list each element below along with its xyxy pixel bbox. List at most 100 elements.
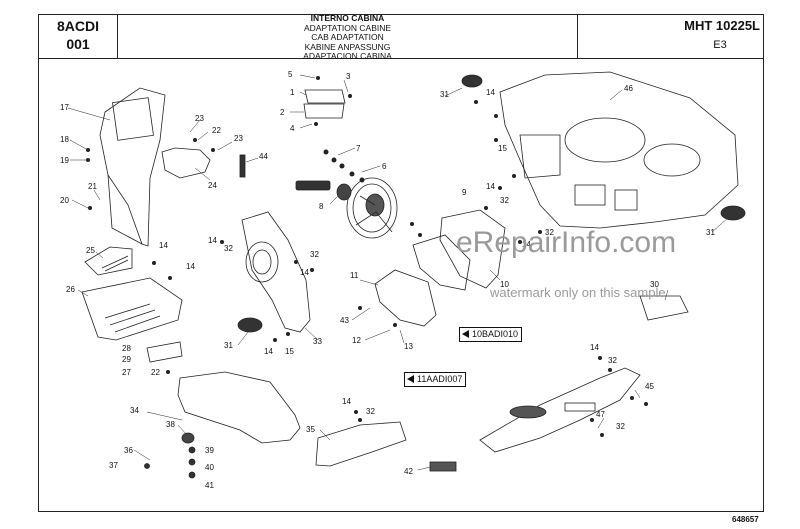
callout-32: 32 <box>366 407 375 416</box>
drawing-number: 648657 <box>732 515 759 524</box>
callout-13: 13 <box>404 342 413 351</box>
callout-24: 24 <box>208 181 217 190</box>
callout-39: 39 <box>205 446 214 455</box>
callout-32: 32 <box>500 196 509 205</box>
callout-20: 20 <box>60 196 69 205</box>
callout-34: 34 <box>130 406 139 415</box>
callout-31: 31 <box>224 341 233 350</box>
callout-32: 32 <box>616 422 625 431</box>
callout-37: 37 <box>109 461 118 470</box>
reference-code: 11AADI007 <box>417 374 463 384</box>
callout-23: 23 <box>234 134 243 143</box>
part-46-dashboard <box>499 71 739 229</box>
edition-code: E3 <box>713 39 727 51</box>
callout-12: 12 <box>352 336 361 345</box>
callout-14: 14 <box>486 88 495 97</box>
callout-31: 31 <box>440 90 449 99</box>
callout-17: 17 <box>60 103 69 112</box>
callout-15: 15 <box>498 144 507 153</box>
callout-33: 33 <box>313 337 322 346</box>
part-8-hub <box>336 183 352 201</box>
callout-11: 11 <box>350 271 359 280</box>
section-code: 8ACDI 001 <box>38 17 118 53</box>
callout-14: 14 <box>342 397 351 406</box>
callout-22: 22 <box>151 368 160 377</box>
reference-code: 10BADI010 <box>472 329 519 339</box>
callout-40: 40 <box>205 463 214 472</box>
reference-11AADI007[interactable]: 11AADI007 <box>404 372 467 387</box>
callout-14: 14 <box>159 241 168 250</box>
callout-19: 19 <box>60 156 69 165</box>
arrow-left-icon <box>462 330 469 338</box>
callout-32: 32 <box>608 356 617 365</box>
part-29-plate <box>146 341 183 363</box>
callout-22: 22 <box>212 126 221 135</box>
callout-14: 14 <box>522 240 531 249</box>
part-38-knob <box>181 432 195 444</box>
reference-10BADI010[interactable]: 10BADI010 <box>459 327 523 342</box>
callout-18: 18 <box>60 135 69 144</box>
callout-35: 35 <box>306 425 315 434</box>
part-2-bracket <box>303 103 345 119</box>
section-title-block: INTERNO CABINA ADAPTATION CABINE CAB ADA… <box>117 13 578 62</box>
part-42-strip <box>429 461 457 472</box>
callout-15: 15 <box>285 347 294 356</box>
callout-27: 27 <box>122 368 131 377</box>
callout-3: 3 <box>346 72 351 81</box>
callout-8: 8 <box>319 202 324 211</box>
callout-10: 10 <box>500 280 509 289</box>
callout-7: 7 <box>356 144 361 153</box>
part-1-bracket <box>304 89 346 104</box>
part-31-grommet-left <box>237 317 263 333</box>
part-steering-wheel <box>346 177 398 239</box>
callout-26: 26 <box>66 285 75 294</box>
part-console <box>479 367 641 453</box>
callout-2: 2 <box>280 108 285 117</box>
callout-21: 21 <box>88 182 97 191</box>
callout-31: 31 <box>706 228 715 237</box>
callout-14: 14 <box>208 236 217 245</box>
part-34-shroud <box>177 371 301 444</box>
part-11-lower-cover <box>374 269 437 327</box>
part-44-rod <box>239 154 246 178</box>
callout-36: 36 <box>124 446 133 455</box>
callout-28: 28 <box>122 344 131 353</box>
model-code: MHT 10225L <box>684 18 760 33</box>
title-es: ADAPTACION CABINA <box>303 51 392 62</box>
part-10-column-cover <box>439 209 506 289</box>
part-31-grommet-right <box>720 205 746 221</box>
callout-14: 14 <box>486 182 495 191</box>
callout-4: 4 <box>290 124 295 133</box>
title-en: CAB ADAPTATION <box>311 32 384 43</box>
callout-5: 5 <box>288 70 293 79</box>
callout-32: 32 <box>545 228 554 237</box>
arrow-left-icon <box>407 375 414 383</box>
callout-23: 23 <box>195 114 204 123</box>
drawing-frame <box>38 58 764 512</box>
part-33-pillar <box>241 211 311 333</box>
section-code-line1: 8ACDI <box>56 18 99 34</box>
section-code-line2: 001 <box>66 36 90 52</box>
title-de: KABINE ANPASSUNG <box>304 41 391 52</box>
title-it: INTERNO CABINA <box>310 13 385 23</box>
callout-14: 14 <box>590 343 599 352</box>
callout-32: 32 <box>310 250 319 259</box>
part-25-cover <box>84 246 133 276</box>
callout-30: 30 <box>650 280 659 289</box>
callout-42: 42 <box>404 467 413 476</box>
callout-46: 46 <box>624 84 633 93</box>
part-35-cover <box>315 421 407 467</box>
part-30-vent <box>639 295 689 321</box>
callout-32: 32 <box>224 244 233 253</box>
callout-38: 38 <box>166 420 175 429</box>
callout-6: 6 <box>382 162 387 171</box>
callout-14: 14 <box>300 268 309 277</box>
part-24-bracket <box>161 147 211 179</box>
title-fr: ADAPTATION CABINE <box>303 22 392 33</box>
callout-9: 9 <box>462 188 467 197</box>
callout-44: 44 <box>259 152 268 161</box>
callout-1: 1 <box>290 88 295 97</box>
part-31-grommet-top <box>461 74 483 88</box>
callout-41: 41 <box>205 481 214 490</box>
